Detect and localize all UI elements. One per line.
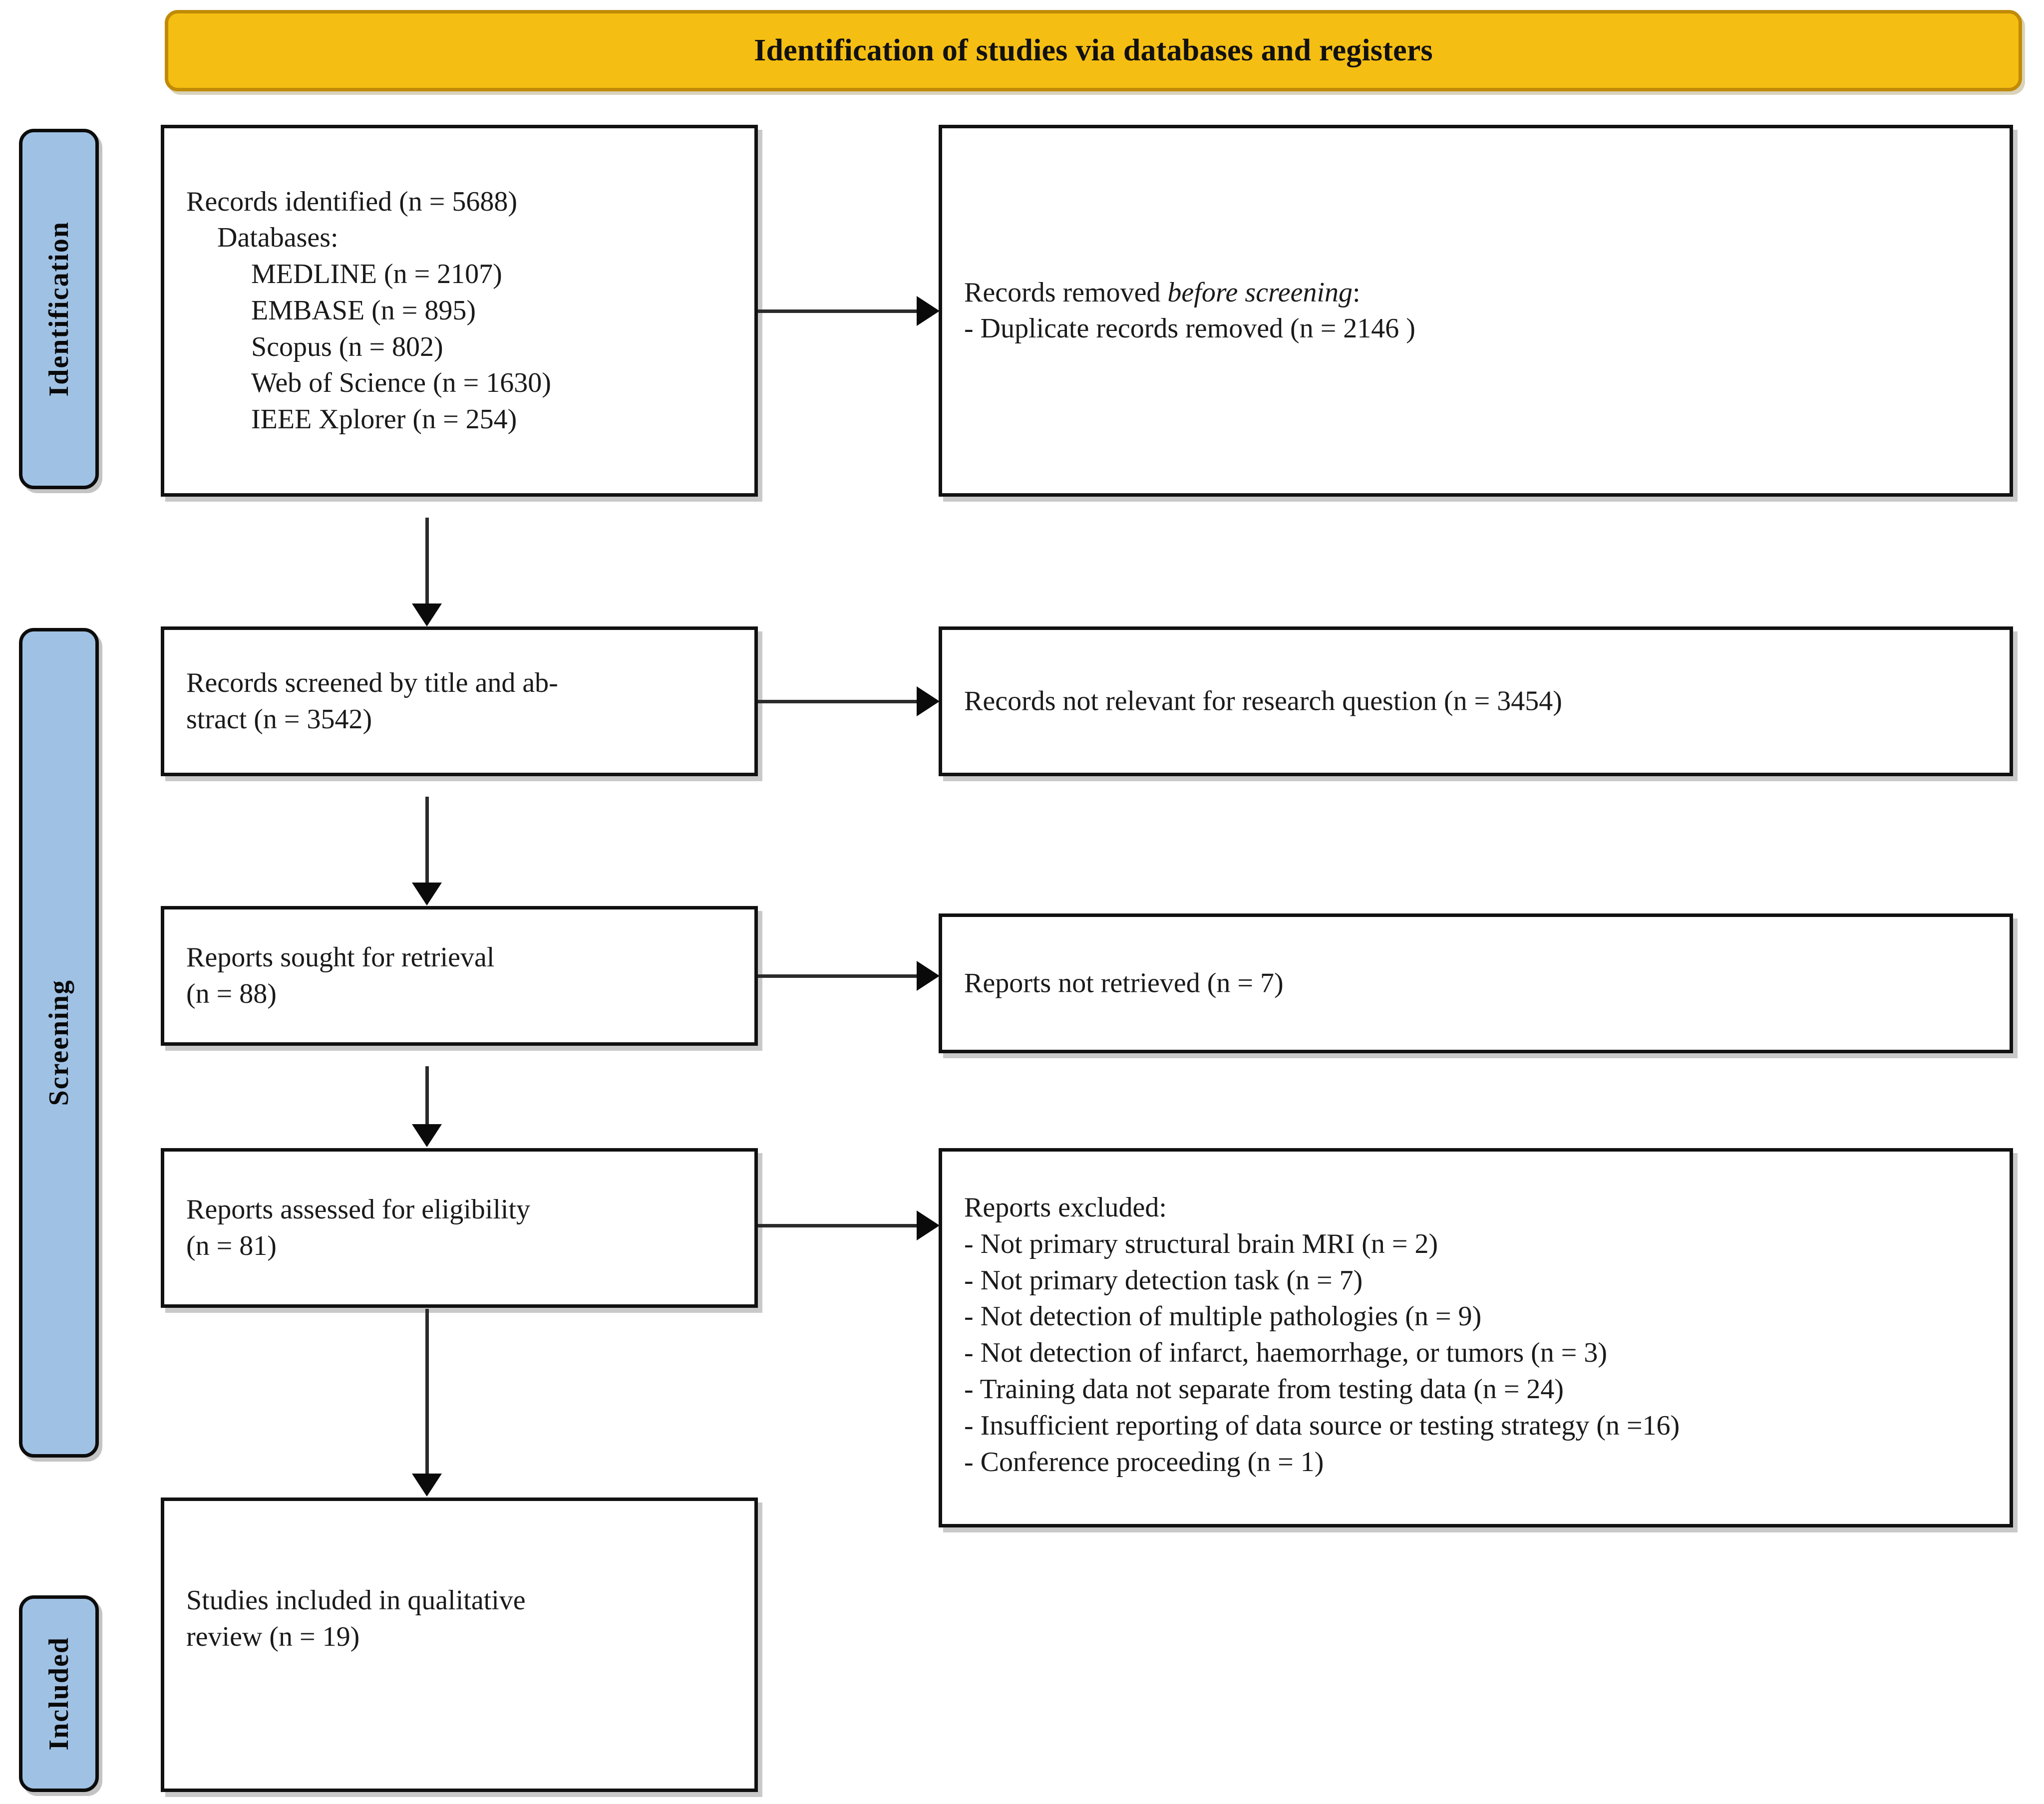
reports-sought-line2: (n = 88) [186, 978, 277, 1009]
reports-assessed-line1: Reports assessed for eligibility [186, 1194, 531, 1225]
reports-excluded-item-3: - Not detection of multiple pathologies … [964, 1301, 1482, 1332]
arrow-head [412, 1474, 442, 1497]
studies-included-line2: review (n = 19) [186, 1621, 360, 1653]
box-reports-assessed: Reports assessed for eligibility (n = 81… [161, 1148, 758, 1308]
arrow-screened-to-sought [412, 797, 442, 905]
reports-excluded-item-2: - Not primary detection task (n = 7) [964, 1264, 1363, 1296]
stage-label-identification: Identification [19, 129, 99, 489]
box-reports-sought-content: Reports sought for retrieval (n = 88) [186, 939, 739, 1012]
records-removed-heading: Records removed before screening: [964, 275, 1995, 311]
reports-not-retrieved-text: Reports not retrieved (n = 7) [964, 967, 1284, 999]
arrow-head [412, 603, 442, 626]
stage-label-screening: Screening [19, 628, 99, 1458]
arrow-head [917, 296, 940, 326]
arrow-stem [758, 700, 919, 703]
database-scopus: Scopus (n = 802) [251, 331, 443, 362]
banner-title: Identification of studies via databases … [754, 33, 1433, 68]
box-records-not-relevant: Records not relevant for research questi… [939, 626, 2013, 776]
arrow-stem [425, 518, 429, 605]
reports-sought-line1: Reports sought for retrieval [186, 942, 495, 973]
arrow-stem [425, 1066, 429, 1126]
stage-label-identification-text: Identification [43, 221, 74, 397]
records-removed-heading-italic: before screening [1167, 277, 1353, 308]
box-studies-included: Studies included in qualitative review (… [161, 1498, 758, 1792]
reports-excluded-item-6: - Insufficient reporting of data source … [964, 1410, 1680, 1441]
reports-excluded-item-7: - Conference proceeding (n = 1) [964, 1446, 1324, 1478]
reports-excluded-item-1: - Not primary structural brain MRI (n = … [964, 1228, 1438, 1259]
box-reports-sought: Reports sought for retrieval (n = 88) [161, 906, 758, 1046]
reports-excluded-item-4: - Not detection of infarct, haemorrhage,… [964, 1337, 1608, 1369]
arrow-head [917, 961, 940, 991]
banner-identification-header: Identification of studies via databases … [165, 10, 2022, 91]
arrow-stem [758, 309, 919, 313]
reports-excluded-heading: Reports excluded: [964, 1192, 1167, 1223]
box-records-identified-content: Records identified (n = 5688) Databases:… [186, 184, 739, 438]
box-reports-assessed-content: Reports assessed for eligibility (n = 81… [186, 1192, 739, 1264]
box-records-not-relevant-content: Records not relevant for research questi… [964, 683, 1995, 720]
stage-label-included-text: Included [43, 1637, 74, 1751]
arrow-head [412, 883, 442, 905]
stage-label-included: Included [19, 1595, 99, 1792]
records-screened-line1: Records screened by title and ab- [186, 667, 558, 699]
arrow-stem [758, 1224, 919, 1227]
arrow-identified-to-removed [758, 296, 940, 326]
arrow-screened-to-not-relevant [758, 686, 940, 717]
box-records-removed: Records removed before screening: - Dupl… [939, 125, 2013, 497]
database-embase: EMBASE (n = 895) [251, 295, 476, 326]
database-ieee-xplorer: IEEE Xplorer (n = 254) [251, 404, 517, 435]
box-reports-not-retrieved-content: Reports not retrieved (n = 7) [964, 965, 1995, 1002]
box-studies-included-content: Studies included in qualitative review (… [186, 1582, 739, 1655]
arrow-sought-to-assessed [412, 1066, 442, 1147]
arrow-assessed-to-excluded [758, 1210, 940, 1241]
arrow-sought-to-not-retrieved [758, 960, 940, 991]
arrow-stem [758, 974, 919, 978]
box-reports-excluded: Reports excluded: - Not primary structur… [939, 1148, 2013, 1527]
arrow-stem [425, 797, 429, 885]
arrow-assessed-to-included [412, 1309, 442, 1497]
arrow-head [412, 1124, 442, 1147]
box-records-screened-content: Records screened by title and ab- stract… [186, 665, 739, 738]
database-web-of-science: Web of Science (n = 1630) [251, 367, 551, 399]
records-screened-line2: stract (n = 3542) [186, 704, 372, 735]
box-reports-not-retrieved: Reports not retrieved (n = 7) [939, 913, 2013, 1053]
records-removed-heading-prefix: Records removed [964, 277, 1168, 308]
records-removed-heading-suffix: : [1353, 277, 1361, 308]
box-records-removed-content: Records removed before screening: - Dupl… [964, 275, 1995, 347]
database-medline: MEDLINE (n = 2107) [251, 259, 502, 290]
reports-assessed-line2: (n = 81) [186, 1230, 277, 1261]
arrow-head [917, 1210, 940, 1240]
reports-excluded-item-5: - Training data not separate from testin… [964, 1373, 1564, 1405]
records-identified-total: Records identified (n = 5688) [186, 186, 517, 217]
box-records-screened: Records screened by title and ab- stract… [161, 626, 758, 776]
arrow-stem [425, 1309, 429, 1476]
records-removed-duplicates: - Duplicate records removed (n = 2146 ) [964, 313, 1415, 344]
box-reports-excluded-content: Reports excluded: - Not primary structur… [964, 1190, 1995, 1480]
records-identified-databases-label: Databases: [217, 222, 339, 254]
stage-label-screening-text: Screening [43, 979, 74, 1106]
arrow-identified-to-screened [412, 518, 442, 626]
studies-included-line1: Studies included in qualitative [186, 1585, 526, 1616]
records-not-relevant-text: Records not relevant for research questi… [964, 685, 1562, 717]
arrow-head [917, 686, 940, 716]
box-records-identified: Records identified (n = 5688) Databases:… [161, 125, 758, 497]
